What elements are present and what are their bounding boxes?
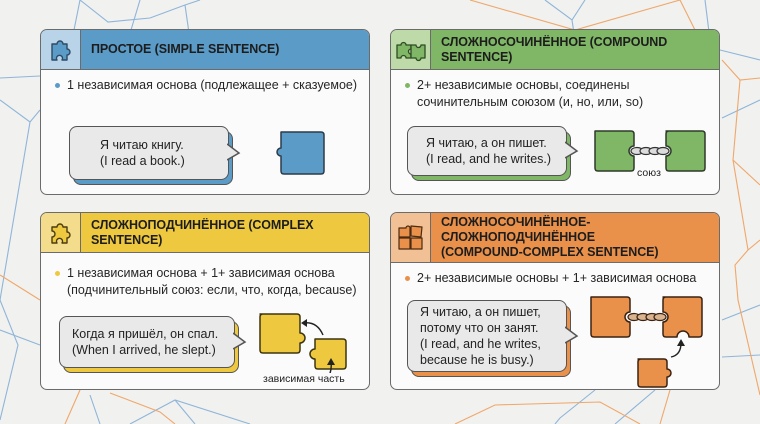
bullet-text-line2: сочинительным союзом (и, но, или, so) [417, 95, 644, 109]
arrow-head-icon [327, 358, 335, 365]
chained-and-dependent-puzzle-diagram [590, 296, 703, 388]
panel-title: СЛОЖНОСОЧИНЁННОЕ-СЛОЖНОПОДЧИНЁННОЕ (COMP… [431, 213, 719, 262]
bullet-dot [405, 83, 410, 88]
panel-compound-complex-sentence: СЛОЖНОСОЧИНЁННОЕ-СЛОЖНОПОДЧИНЁННОЕ (COMP… [390, 212, 720, 390]
example-russian: Я читаю книгу. [100, 138, 184, 152]
bullet-text-line1: 1 независимая основа + 1+ зависимая осно… [67, 266, 335, 280]
panel-header: СЛОЖНОСОЧИНЁННОЕ (COMPOUND SENTENCE) [391, 30, 719, 70]
bg-line [0, 274, 41, 301]
bullet-item: 2+ независимые основы + 1+ зависимая осн… [405, 270, 696, 287]
bg-line [0, 75, 41, 79]
bullet-dot [405, 276, 410, 281]
panel-title: СЛОЖНОПОДЧИНЁННОЕ (COMPLEX SENTENCE) [91, 217, 314, 247]
bg-line [719, 49, 760, 61]
panel-simple-sentence: ПРОСТОЕ (SIMPLE SENTENCE) 1 независимая … [40, 29, 370, 195]
panel-compound-sentence: СЛОЖНОСОЧИНЁННОЕ (COMPOUND SENTENCE) 2+ … [390, 29, 720, 195]
bubble-tail [227, 143, 241, 161]
bg-line [174, 399, 196, 424]
example-speech-bubble: Я читаю книгу. (I read a book.) [69, 126, 229, 180]
puzzle-piece-left [594, 130, 635, 172]
chain-link-icon [627, 312, 667, 322]
example-english: (When I arrived, he slept.) [72, 343, 216, 357]
puzzle-piece-left [590, 296, 631, 338]
puzzle-piece-right [662, 296, 703, 338]
bg-line [554, 389, 596, 424]
bg-line [734, 249, 760, 396]
two-puzzle-pieces-icon [391, 30, 431, 69]
puzzle-piece-icon [41, 30, 81, 69]
bg-line [721, 99, 760, 119]
bullet-item: 1 независимая основа + 1+ зависимая осно… [55, 265, 357, 299]
bullet-text: 2+ независимые основы + 1+ зависимая осн… [417, 271, 697, 285]
example-line: потому что он занят. [420, 321, 539, 335]
chain-link-icon [630, 146, 670, 156]
bg-line [454, 401, 641, 424]
arrow-head-icon [301, 319, 307, 327]
example-line: (I read, and he writes, [420, 337, 541, 351]
bullet-item: 1 независимая основа (подлежащее + сказу… [55, 77, 357, 94]
bg-line [614, 389, 656, 424]
bg-line [721, 59, 760, 81]
bullet-text: 1 независимая основа (подлежащее + сказу… [67, 78, 358, 92]
example-english: (I read a book.) [100, 154, 185, 168]
panel-header: СЛОЖНОПОДЧИНЁННОЕ (COMPLEX SENTENCE) [41, 213, 369, 253]
example-russian: Я читаю, а он пишет. [426, 136, 547, 150]
bg-line [64, 389, 81, 424]
conjunction-label: союз [637, 167, 661, 179]
puzzle-piece-right [665, 130, 706, 172]
puzzle-piece-dependent [309, 338, 347, 370]
example-line: Я читаю, а он пишет, [420, 305, 541, 319]
panel-title-line2: (COMPOUND-COMPLEX SENTENCE) [441, 245, 659, 259]
single-puzzle-piece-icon [276, 131, 325, 175]
example-russian: Когда я пришёл, он спал. [72, 327, 219, 341]
bg-line [659, 389, 671, 424]
puzzle-cluster-icon [391, 213, 431, 262]
puzzle-piece-dependent [637, 358, 672, 388]
dependent-part-label: зависимая часть [263, 373, 345, 385]
bubble-tail [565, 141, 579, 159]
panel-title-line1: СЛОЖНОСОЧИНЁННОЕ-СЛОЖНОПОДЧИНЁННОЕ [441, 215, 595, 244]
example-speech-bubble: Когда я пришёл, он спал. (When I arrived… [59, 316, 235, 368]
dependent-puzzle-diagram [259, 313, 347, 373]
bg-line [732, 159, 760, 252]
bullet-dot [55, 83, 60, 88]
bullet-dot [55, 271, 60, 276]
bg-line [544, 0, 586, 21]
panel-header: СЛОЖНОСОЧИНЁННОЕ-СЛОЖНОПОДЧИНЁННОЕ (COMP… [391, 213, 719, 263]
puzzle-piece-main [259, 313, 306, 354]
bullet-text-line2: (подчинительный союз: если, что, когда, … [67, 283, 357, 297]
bg-line [0, 329, 41, 346]
bg-line [89, 394, 101, 424]
chained-puzzle-pieces-diagram [594, 130, 706, 172]
example-speech-bubble: Я читаю, а он пишет, потому что он занят… [407, 300, 567, 372]
bubble-tail [565, 326, 579, 344]
bg-line [129, 399, 251, 424]
example-speech-bubble: Я читаю, а он пишет. (I read, and he wri… [407, 126, 567, 176]
panel-title: СЛОЖНОСОЧИНЁННОЕ (COMPOUND SENTENCE) [441, 34, 668, 64]
bg-line [732, 79, 760, 186]
bg-line [79, 0, 201, 23]
panel-header: ПРОСТОЕ (SIMPLE SENTENCE) [41, 30, 369, 70]
example-line: because he is busy.) [420, 353, 534, 367]
panel-title: ПРОСТОЕ (SIMPLE SENTENCE) [91, 42, 280, 56]
bullet-text-line1: 2+ независимые основы, соединены [417, 78, 630, 92]
bg-line [109, 392, 176, 424]
bg-line [0, 99, 41, 123]
bullet-item: 2+ независимые основы, соединены сочинит… [405, 77, 643, 111]
bg-line [721, 354, 760, 358]
puzzle-piece-icon [41, 213, 81, 252]
bubble-tail [233, 332, 247, 350]
bg-line [0, 121, 31, 421]
arrow-head-icon [677, 339, 685, 346]
panel-complex-sentence: СЛОЖНОПОДЧИНЁННОЕ (COMPLEX SENTENCE) 1 н… [40, 212, 370, 390]
example-english: (I read, and he writes.) [426, 152, 552, 166]
bg-line [469, 0, 701, 41]
